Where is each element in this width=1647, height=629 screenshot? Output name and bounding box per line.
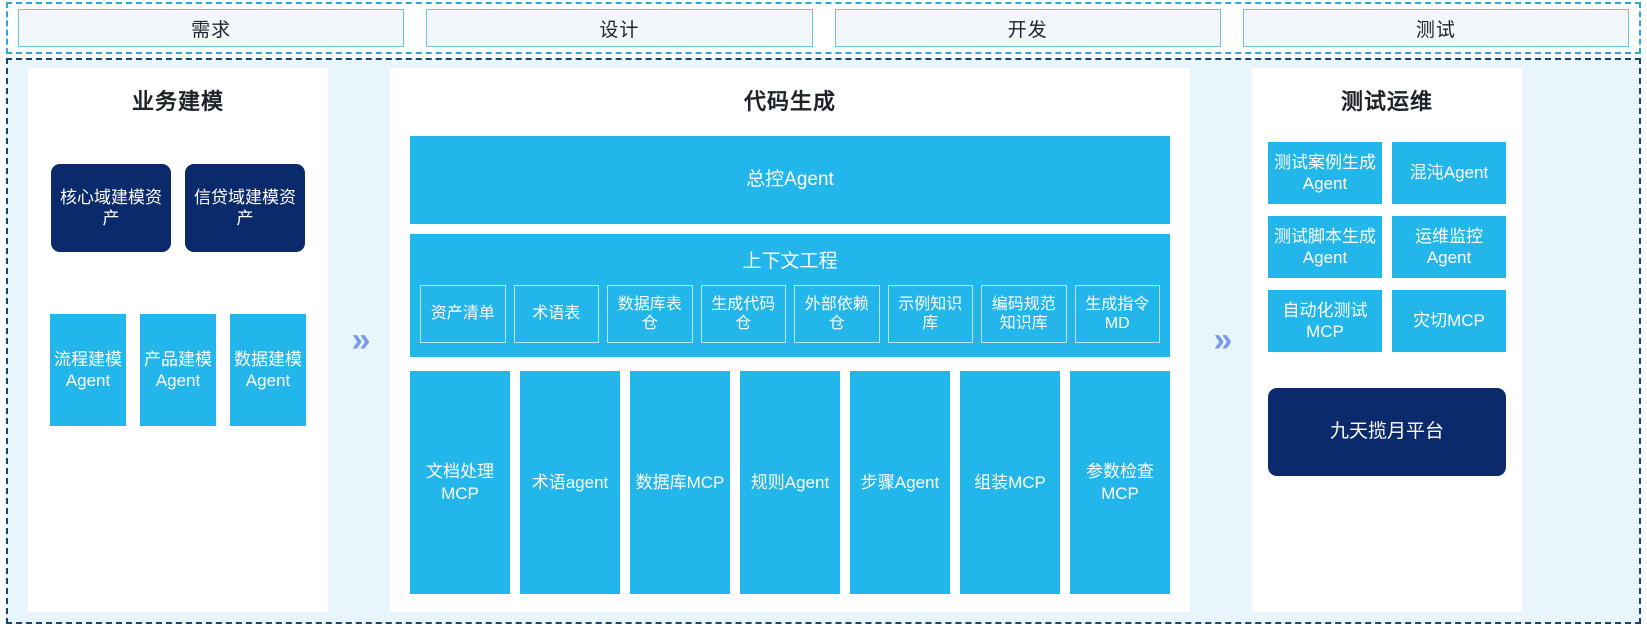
context-engineering-items: 资产清单 术语表 数据库表仓 生成代码仓 外部依赖仓	[420, 285, 1160, 343]
code-generation-content: 总控Agent 上下文工程 资产清单 术语表 数据库表仓	[390, 120, 1190, 612]
chevron-glyph: »	[351, 321, 371, 359]
panel-title-test-operations: 测试运维	[1340, 89, 1433, 114]
agent-card-product-modeling[interactable]: 产品建模Agent	[140, 314, 216, 426]
context-item-label: 外部依赖仓	[804, 295, 869, 332]
ops-card-label: 混沌Agent	[1409, 163, 1489, 183]
context-item-external-dependency-repo[interactable]: 外部依赖仓	[794, 285, 880, 343]
chevron-right-icon-1: »	[328, 68, 390, 612]
tool-card-document-processing-mcp[interactable]: 文档处理MCP	[410, 371, 510, 594]
ops-card-label: 运维监控Agent	[1415, 226, 1483, 267]
tool-card-rule-agent[interactable]: 规则Agent	[740, 371, 840, 594]
asset-card-label: 核心域建模资产	[60, 187, 162, 228]
platform-card-jiutian-lanyue[interactable]: 九天揽月平台	[1268, 388, 1506, 476]
master-agent-card[interactable]: 总控Agent	[410, 136, 1170, 224]
context-item-label: 示例知识库	[898, 295, 963, 332]
panel-test-operations: 测试运维 测试案例生成Agent 混沌Agent 测试脚本生成Agent 运维监…	[1252, 68, 1522, 612]
context-item-db-table-repo[interactable]: 数据库表仓	[607, 285, 693, 343]
test-operations-content: 测试案例生成Agent 混沌Agent 测试脚本生成Agent 运维监控Agen…	[1252, 120, 1522, 612]
phase-strip: 需求 设计 开发 测试	[6, 2, 1641, 54]
context-engineering-block: 上下文工程 资产清单 术语表 数据库表仓 生成代码仓	[410, 234, 1170, 357]
ops-card-test-case-generation-agent[interactable]: 测试案例生成Agent	[1268, 142, 1382, 204]
chevron-right-icon-2: »	[1190, 68, 1252, 612]
asset-card-label: 信贷域建模资产	[194, 187, 296, 228]
chevron-glyph: »	[1213, 321, 1233, 359]
diagram-body: 业务建模 核心域建模资产 信贷域建模资产 流程建模Agent 产品建模Agen	[6, 58, 1641, 624]
panel-title-business-modeling: 业务建模	[131, 89, 224, 114]
phase-tab-label: 需求	[191, 19, 232, 41]
context-item-label: 编码规范知识库	[991, 295, 1056, 332]
context-item-generation-instruction-md[interactable]: 生成指令MD	[1074, 285, 1160, 343]
tool-card-assembly-mcp[interactable]: 组装MCP	[960, 371, 1060, 594]
tool-card-label: 文档处理MCP	[426, 462, 494, 503]
ops-card-test-script-generation-agent[interactable]: 测试脚本生成Agent	[1268, 216, 1382, 278]
asset-card-core-domain[interactable]: 核心域建模资产	[51, 164, 171, 252]
ops-card-label: 灾切MCP	[1413, 311, 1485, 331]
agent-card-label: 产品建模Agent	[144, 349, 212, 390]
ops-card-label: 测试脚本生成Agent	[1274, 226, 1376, 267]
phase-tab-development[interactable]: 开发	[834, 9, 1221, 47]
context-item-glossary[interactable]: 术语表	[513, 285, 599, 343]
panel-code-generation: 代码生成 总控Agent 上下文工程 资产清单 术语表	[390, 68, 1190, 612]
tool-card-label: 组装MCP	[974, 472, 1046, 492]
context-item-example-knowledge-base[interactable]: 示例知识库	[887, 285, 973, 343]
tool-card-label: 规则Agent	[750, 472, 830, 492]
context-engineering-title: 上下文工程	[742, 251, 838, 272]
master-agent-label: 总控Agent	[746, 169, 834, 191]
ops-card-label: 自动化测试MCP	[1282, 300, 1368, 341]
tool-card-parameter-check-mcp[interactable]: 参数检查MCP	[1070, 371, 1170, 594]
agent-card-data-modeling[interactable]: 数据建模Agent	[230, 314, 306, 426]
context-item-label: 生成指令MD	[1085, 295, 1150, 332]
context-item-generated-code-repo[interactable]: 生成代码仓	[700, 285, 786, 343]
ops-card-operations-monitoring-agent[interactable]: 运维监控Agent	[1392, 216, 1506, 278]
business-asset-row: 核心域建模资产 信贷域建模资产	[51, 164, 305, 252]
ops-card-label: 测试案例生成Agent	[1274, 152, 1376, 193]
panel-business-modeling: 业务建模 核心域建模资产 信贷域建模资产 流程建模Agent 产品建模Agen	[28, 68, 328, 612]
tool-card-label: 参数检查MCP	[1086, 462, 1154, 503]
phase-tab-requirements[interactable]: 需求	[18, 9, 405, 47]
tool-card-step-agent[interactable]: 步骤Agent	[850, 371, 950, 594]
agent-card-label: 流程建模Agent	[54, 349, 122, 390]
tool-card-database-mcp[interactable]: 数据库MCP	[630, 371, 730, 594]
ops-card-chaos-agent[interactable]: 混沌Agent	[1392, 142, 1506, 204]
test-operations-grid: 测试案例生成Agent 混沌Agent 测试脚本生成Agent 运维监控Agen…	[1268, 142, 1506, 352]
platform-card-label: 九天揽月平台	[1329, 421, 1444, 443]
context-item-label: 生成代码仓	[711, 295, 776, 332]
context-item-label: 术语表	[532, 305, 581, 323]
phase-tab-label: 设计	[599, 19, 640, 41]
business-modeling-content: 核心域建模资产 信贷域建模资产 流程建模Agent 产品建模Agent 数据建模…	[28, 120, 328, 612]
context-item-coding-standard-knowledge-base[interactable]: 编码规范知识库	[981, 285, 1067, 343]
tool-card-label: 数据库MCP	[635, 472, 725, 492]
ops-card-automated-test-mcp[interactable]: 自动化测试MCP	[1268, 290, 1382, 352]
ops-card-disaster-recovery-mcp[interactable]: 灾切MCP	[1392, 290, 1506, 352]
phase-tab-design[interactable]: 设计	[426, 9, 813, 47]
asset-card-credit-domain[interactable]: 信贷域建模资产	[185, 164, 305, 252]
phase-tab-label: 开发	[1007, 19, 1048, 41]
tool-card-label: 步骤Agent	[860, 472, 940, 492]
tool-card-label: 术语agent	[531, 472, 609, 492]
phase-tab-label: 测试	[1415, 19, 1456, 41]
context-item-label: 资产清单	[430, 305, 495, 323]
agent-card-process-modeling[interactable]: 流程建模Agent	[50, 314, 126, 426]
panel-title-code-generation: 代码生成	[743, 89, 836, 114]
phase-tab-testing[interactable]: 测试	[1242, 9, 1629, 47]
tool-card-glossary-agent[interactable]: 术语agent	[520, 371, 620, 594]
business-agent-row: 流程建模Agent 产品建模Agent 数据建模Agent	[50, 314, 306, 426]
tool-card-row: 文档处理MCP 术语agent 数据库MCP 规则Agent 步骤Agent	[410, 371, 1170, 594]
context-item-asset-inventory[interactable]: 资产清单	[420, 285, 506, 343]
context-item-label: 数据库表仓	[617, 295, 682, 332]
agent-card-label: 数据建模Agent	[234, 349, 302, 390]
